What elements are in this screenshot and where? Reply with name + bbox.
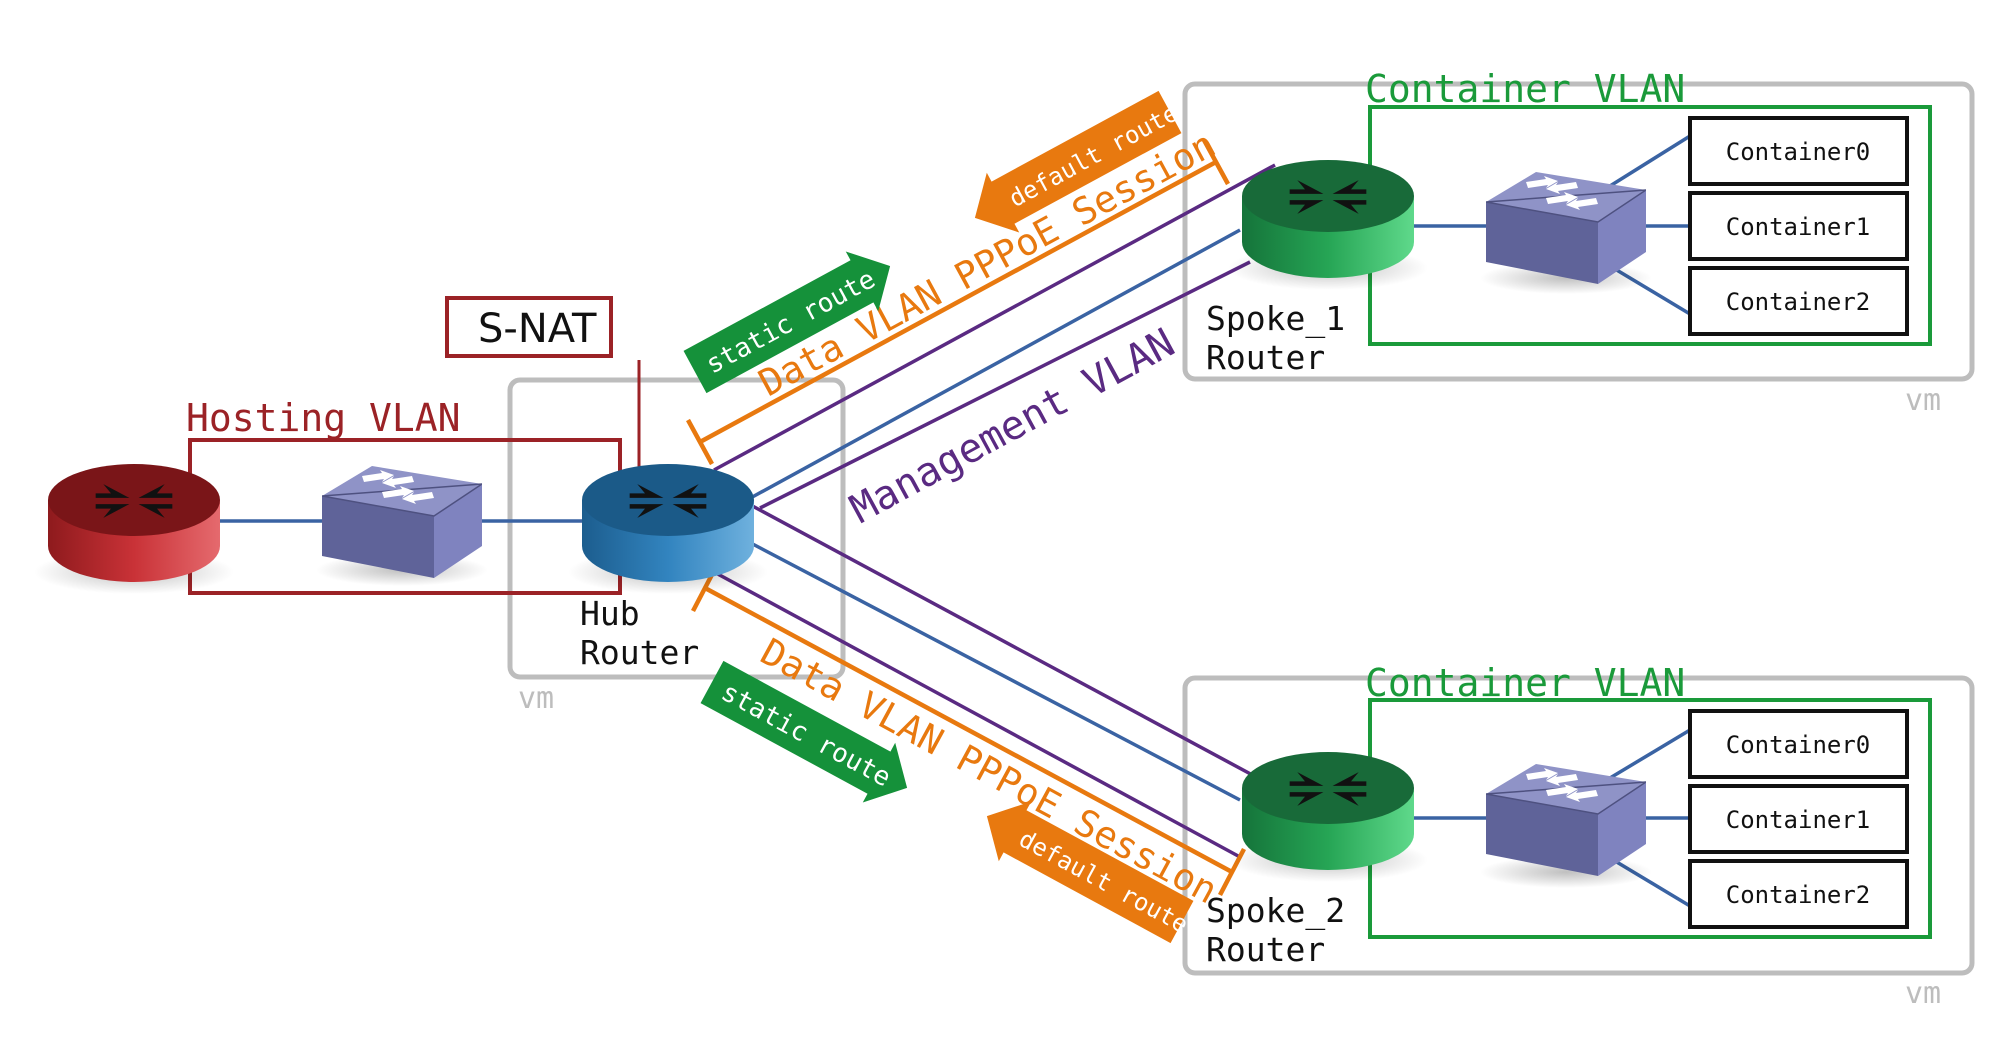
hub-router-label-1: Hub [580,594,640,633]
spoke2-switch-icon [1486,763,1646,877]
container-box [1688,266,1909,336]
management-vlan-label: Management VLAN [843,320,1182,533]
link-switch1-c0 [1609,134,1691,188]
container-label: Container2 [1726,288,1871,316]
container-label: Container1 [1726,806,1871,834]
container-vlan-label-1: Container VLAN [1365,67,1685,111]
vm-label-spoke2: vm [1905,976,1941,1011]
spoke1-router-label-2: Router [1206,338,1325,377]
container-box [1688,191,1909,261]
container-list-spoke1: Container0 Container1 Container2 [1688,116,1909,336]
container-label: Container0 [1726,731,1871,759]
container-label: Container1 [1726,213,1871,241]
vm-box-hub [507,377,846,680]
container-label: Container0 [1726,138,1871,166]
container-box [1688,116,1909,186]
container-box [1688,709,1909,779]
snat-label: S-NAT [478,306,597,352]
link-switch2-c0 [1609,728,1691,780]
container-vlan-label-2: Container VLAN [1365,661,1685,705]
vm-box-spoke1 [1182,81,1975,382]
mgmt-line-spoke2-b [713,570,1241,859]
vm-label-spoke1: vm [1905,383,1941,418]
container-box [1688,784,1909,854]
data-link-spoke1 [744,228,1241,503]
hosting-vlan-label: Hosting VLAN [186,396,461,440]
spoke1-router-label-1: Spoke_1 [1206,299,1345,339]
spoke2-router-icon [1228,752,1428,882]
container-list-spoke2: Container0 Container1 Container2 [1688,709,1909,929]
spoke2-router-label-1: Spoke_2 [1206,891,1345,931]
container-label: Container2 [1726,881,1871,909]
mgmt-line-spoke1-a [713,163,1276,472]
mgmt-line-spoke2-a [744,500,1259,780]
spoke1-router-icon [1228,160,1428,290]
edge-router-icon [34,464,234,594]
data-link-spoke2 [744,538,1241,802]
vm-label-hub: vm [518,681,554,716]
data-vlan-session-label-2: Data VLAN PPPoE Session [754,630,1225,912]
container-box [1688,859,1909,929]
pppoe-session-spoke1 [686,138,1230,466]
mgmt-line-spoke1-b [759,260,1251,510]
hub-router-icon [568,464,768,594]
spoke2-router-label-2: Router [1206,930,1325,969]
snat-box [445,296,613,358]
hub-router-label-2: Router [580,633,699,672]
